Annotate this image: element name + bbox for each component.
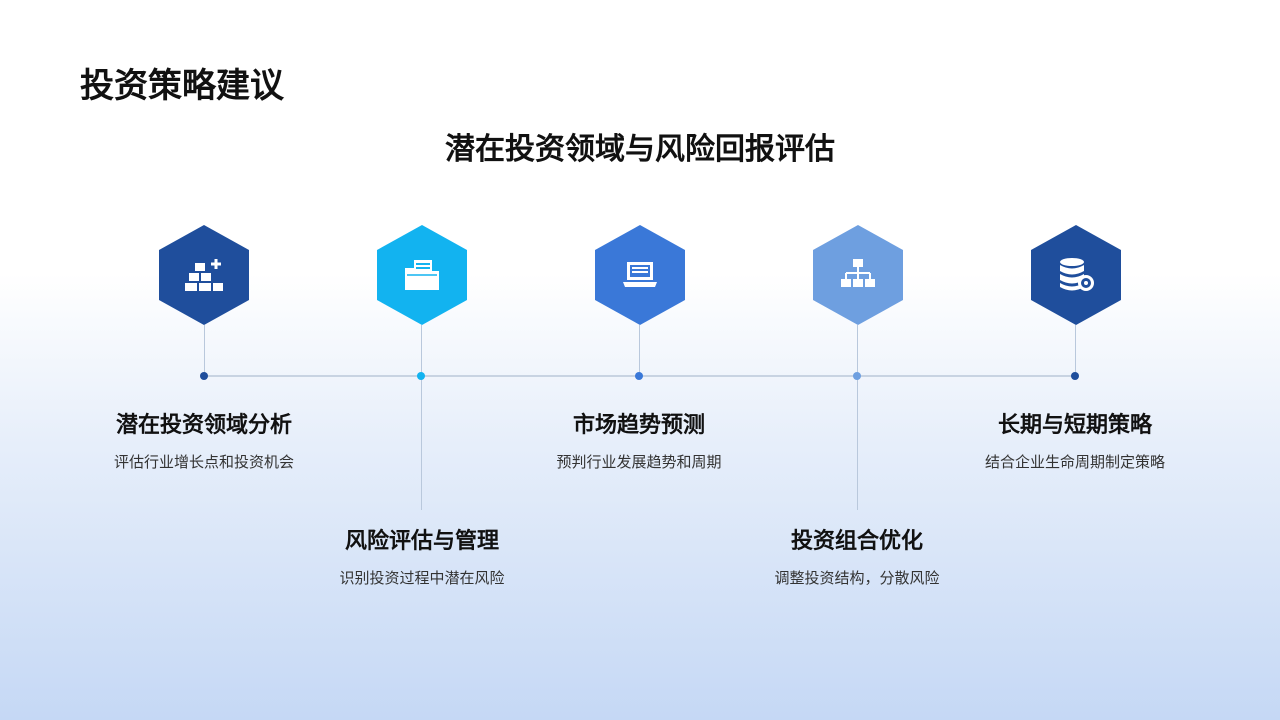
page-title: 投资策略建议 — [80, 66, 284, 106]
step-4-connector — [857, 325, 858, 510]
step-2-desc: 识别投资过程中潜在风险 — [339, 569, 505, 587]
diagram-subtitle: 潜在投资领域与风险回报评估 — [445, 132, 835, 167]
step-3-dot — [635, 372, 643, 380]
step-4-dot — [853, 372, 861, 380]
step-4-desc: 调整投资结构，分散风险 — [774, 569, 940, 587]
step-1-hexagon — [159, 225, 249, 325]
step-5-title: 长期与短期策略 — [997, 413, 1152, 438]
step-4-title: 投资组合优化 — [790, 529, 923, 554]
step-1-connector — [204, 325, 205, 375]
step-3-connector — [639, 325, 640, 375]
step-5-connector — [1075, 325, 1076, 375]
step-3-hexagon — [595, 225, 685, 325]
step-5-desc: 结合企业生命周期制定策略 — [984, 453, 1165, 471]
laptop-icon — [623, 262, 657, 287]
step-1-dot — [200, 372, 208, 380]
step-4-hexagon — [813, 225, 903, 325]
step-1-desc: 评估行业增长点和投资机会 — [113, 453, 294, 471]
step-2-title: 风险评估与管理 — [344, 529, 499, 554]
folder-icon — [405, 260, 439, 290]
step-2-connector — [421, 325, 422, 510]
step-3-title: 市场趋势预测 — [572, 413, 705, 438]
gold-bars-icon — [185, 259, 223, 291]
step-1-title: 潜在投资领域分析 — [115, 413, 292, 438]
step-3-desc: 预判行业发展趋势和周期 — [556, 453, 722, 471]
step-2-dot — [417, 372, 425, 380]
step-2-hexagon — [377, 225, 467, 325]
database-gear-icon — [1060, 258, 1094, 291]
step-5-dot — [1071, 372, 1079, 380]
step-5-hexagon — [1031, 225, 1121, 325]
hierarchy-icon — [841, 259, 875, 287]
